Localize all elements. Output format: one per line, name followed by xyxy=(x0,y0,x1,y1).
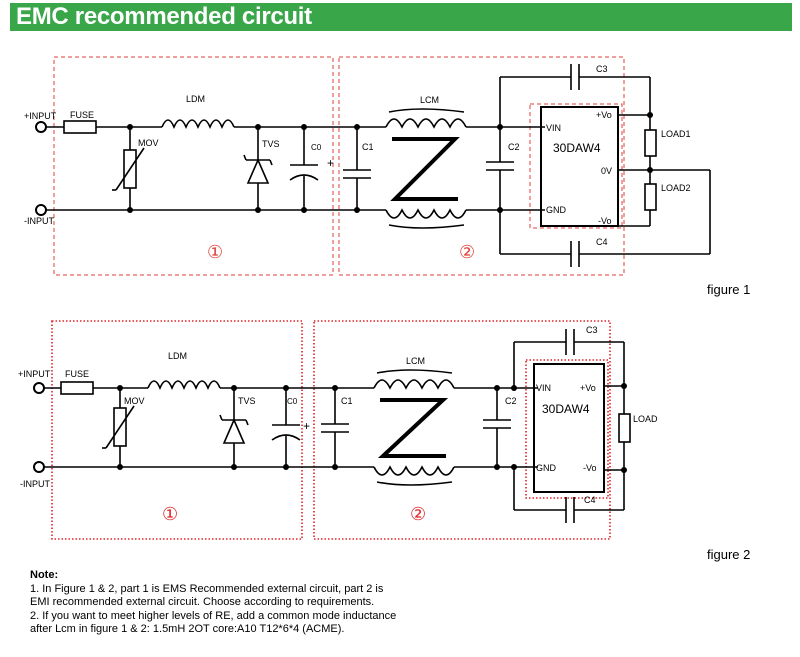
figure2-load-label: LOAD xyxy=(633,414,658,424)
figure1-c3-label: C3 xyxy=(596,64,608,74)
figure2-c3-label: C3 xyxy=(586,325,598,335)
notes-line-3: 2. If you want to meet higher levels of … xyxy=(30,609,397,622)
figure2-plus-terminal xyxy=(33,382,45,394)
figure1-module-box xyxy=(529,103,623,229)
figure2-minus-input-label: -INPUT xyxy=(20,479,50,489)
figure1-tvs-label: TVS xyxy=(262,139,280,149)
figure1-vin-label: VIN xyxy=(546,123,561,133)
figure2-part2-box xyxy=(313,320,611,540)
figure1-mov-label: MOV xyxy=(138,138,159,148)
figure1-load1-label: LOAD1 xyxy=(661,129,691,139)
figure2-c4-label: C4 xyxy=(584,495,596,505)
figure2-ldm-label: LDM xyxy=(168,351,187,361)
figure1-plus-input-label: +INPUT xyxy=(24,111,57,121)
figure2-part1-label: ① xyxy=(162,504,178,524)
figure2-vin-label: VIN xyxy=(536,383,551,393)
figure2-ldm-inductor xyxy=(147,380,221,391)
figure1-c1-label: C1 xyxy=(362,142,374,152)
section-header: EMC recommended circuit xyxy=(10,3,792,31)
figure1-part1-label: ① xyxy=(207,242,223,262)
figure2-c1-label: C1 xyxy=(341,396,353,406)
figure2-c0-label: C0 xyxy=(287,397,298,406)
figure2-labels: +INPUT -INPUT FUSE LDM MOV TVS C0 + C1 L… xyxy=(18,325,658,524)
figure2-module-label: 30DAW4 xyxy=(542,402,590,416)
figure2-plus-vo-label: +Vo xyxy=(580,383,596,393)
section-title: EMC recommended circuit xyxy=(16,3,312,30)
figure2-lcm-label: LCM xyxy=(406,356,425,366)
figure1-part1-box xyxy=(53,56,334,276)
notes-line-1: 1. In Figure 1 & 2, part 1 is EMS Recomm… xyxy=(30,582,384,595)
figure1-load2-label: LOAD2 xyxy=(661,183,691,193)
figure2-plus-input-label: +INPUT xyxy=(18,369,51,379)
figure2-lcm-top xyxy=(373,379,455,390)
figure1-diagram xyxy=(35,56,711,276)
figure1-ldm-inductor xyxy=(161,119,235,130)
notes-title: Note: xyxy=(30,569,59,581)
figure2-fuse xyxy=(60,381,94,395)
figure1-fuse xyxy=(63,120,97,134)
figure2-load xyxy=(618,413,631,443)
figure2-tvs-diode xyxy=(222,417,246,444)
figure2-module-box xyxy=(525,359,609,499)
notes-block: Note: 1. In Figure 1 & 2, part 1 is EMS … xyxy=(30,569,490,637)
figure1-module xyxy=(540,106,619,227)
figure2-lcm-bottom xyxy=(373,465,455,476)
figure1-part2-box xyxy=(338,56,625,276)
notes-line-4: after Lcm in figure 1 & 2: 1.5mH 2OT cor… xyxy=(30,623,345,635)
figure2-diagram xyxy=(33,320,631,540)
figure2-lcm-core xyxy=(377,398,449,458)
figure2-plus-sign: + xyxy=(303,419,310,433)
figure1-minus-terminal xyxy=(35,204,47,216)
figure1-fuse-label: FUSE xyxy=(70,110,94,120)
notes-line-2: EMI recommended external circuit. Choose… xyxy=(30,596,375,608)
figure1-c0-label: C0 xyxy=(311,143,322,152)
figure1-c4-label: C4 xyxy=(596,237,608,247)
figure2-minus-vo-label: -Vo xyxy=(583,463,597,473)
figure1-junctions xyxy=(127,112,653,213)
figure1-lcm-top xyxy=(385,118,467,129)
figure1-plus-sign: + xyxy=(327,156,334,170)
figure1-plus-terminal xyxy=(35,121,47,133)
figure2-tvs-label: TVS xyxy=(238,396,256,406)
figure1-module-label: 30DAW4 xyxy=(553,141,601,155)
figure1-minus-input-label: -INPUT xyxy=(24,216,54,226)
figure2-part1-box xyxy=(51,320,303,540)
figure1-zero-v-label: 0V xyxy=(601,166,612,176)
figure1-gnd-label: GND xyxy=(546,205,567,215)
figure2-c2-label: C2 xyxy=(505,396,517,406)
figure2-gnd-label: GND xyxy=(536,463,557,473)
figure1-lcm-bottom xyxy=(385,208,467,219)
figure1-lcm-core xyxy=(390,137,460,201)
figure1-part2-label: ② xyxy=(459,242,475,262)
figure1-ldm-label: LDM xyxy=(186,94,205,104)
figure2-minus-terminal xyxy=(33,461,45,473)
figure1-caption: figure 1 xyxy=(707,282,751,297)
figure1-c2-label: C2 xyxy=(508,142,520,152)
figure2-fuse-label: FUSE xyxy=(65,369,89,379)
figure2-module xyxy=(533,363,605,493)
figure1-tvs-diode xyxy=(246,157,270,184)
figure2-junctions xyxy=(117,383,627,473)
figure2-part2-label: ② xyxy=(410,504,426,524)
figure1-labels: +INPUT -INPUT FUSE LDM MOV TVS C0 + C1 L… xyxy=(24,64,691,262)
figure2-caption: figure 2 xyxy=(707,547,751,562)
figure1-lcm-label: LCM xyxy=(420,95,439,105)
figure1-minus-vo-label: -Vo xyxy=(598,216,612,226)
figure2-mov-label: MOV xyxy=(124,396,145,406)
figure1-load2 xyxy=(644,183,657,211)
figure1-plus-vo-label: +Vo xyxy=(596,110,612,120)
figure1-load1 xyxy=(644,129,657,157)
